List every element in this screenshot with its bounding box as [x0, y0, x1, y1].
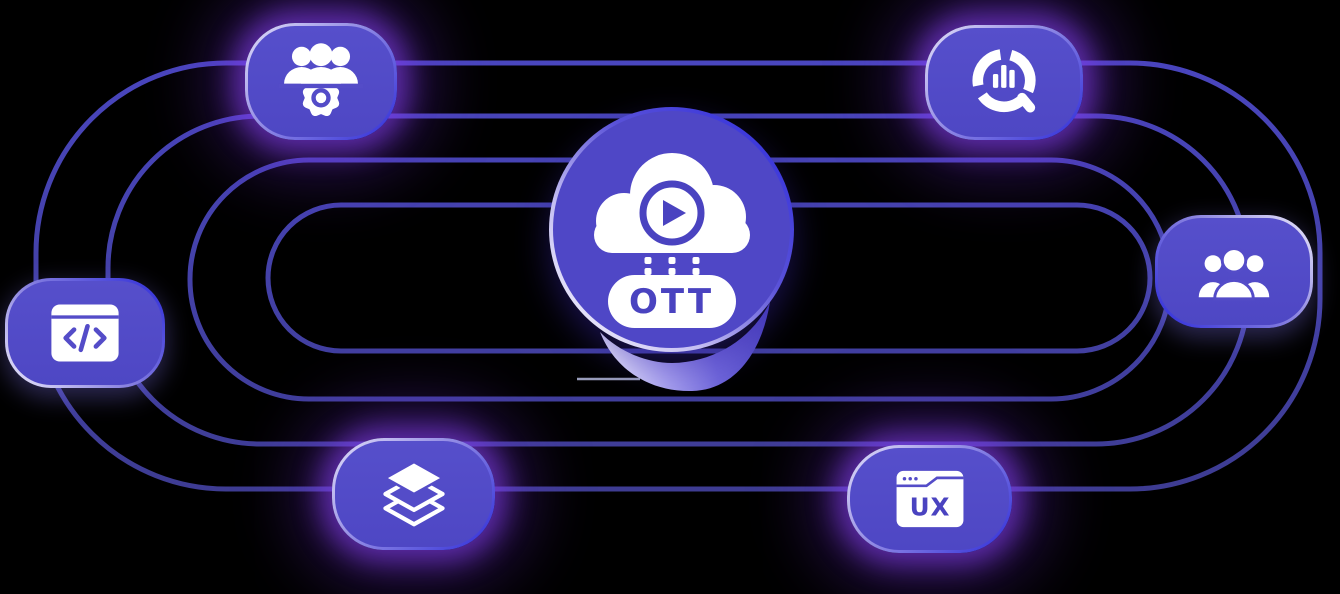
- rain-dots: [644, 257, 699, 275]
- ott-logo: OTT: [549, 107, 794, 352]
- code-window-icon: [51, 304, 119, 362]
- team-gear-icon: [278, 42, 364, 116]
- node-audience: [1155, 215, 1313, 328]
- play-triangle: [662, 200, 686, 226]
- node-ux-design: UX: [847, 445, 1012, 553]
- ott-label-pill: OTT: [607, 275, 736, 328]
- ux-label: UX: [909, 493, 950, 522]
- node-analytics: [925, 25, 1083, 140]
- layers-icon: [382, 460, 445, 527]
- analytics-chart-icon: [972, 48, 1036, 113]
- users-group-icon: [1198, 246, 1270, 300]
- node-development: [5, 278, 165, 388]
- swoosh-shape: [600, 302, 770, 392]
- ott-label: OTT: [628, 281, 715, 322]
- node-team-management: [245, 23, 397, 140]
- orbit-ring-outer: [33, 60, 1323, 492]
- node-content-layers: [332, 438, 495, 550]
- ux-window-icon: UX: [896, 470, 963, 528]
- cloud-play-icon: [582, 147, 762, 257]
